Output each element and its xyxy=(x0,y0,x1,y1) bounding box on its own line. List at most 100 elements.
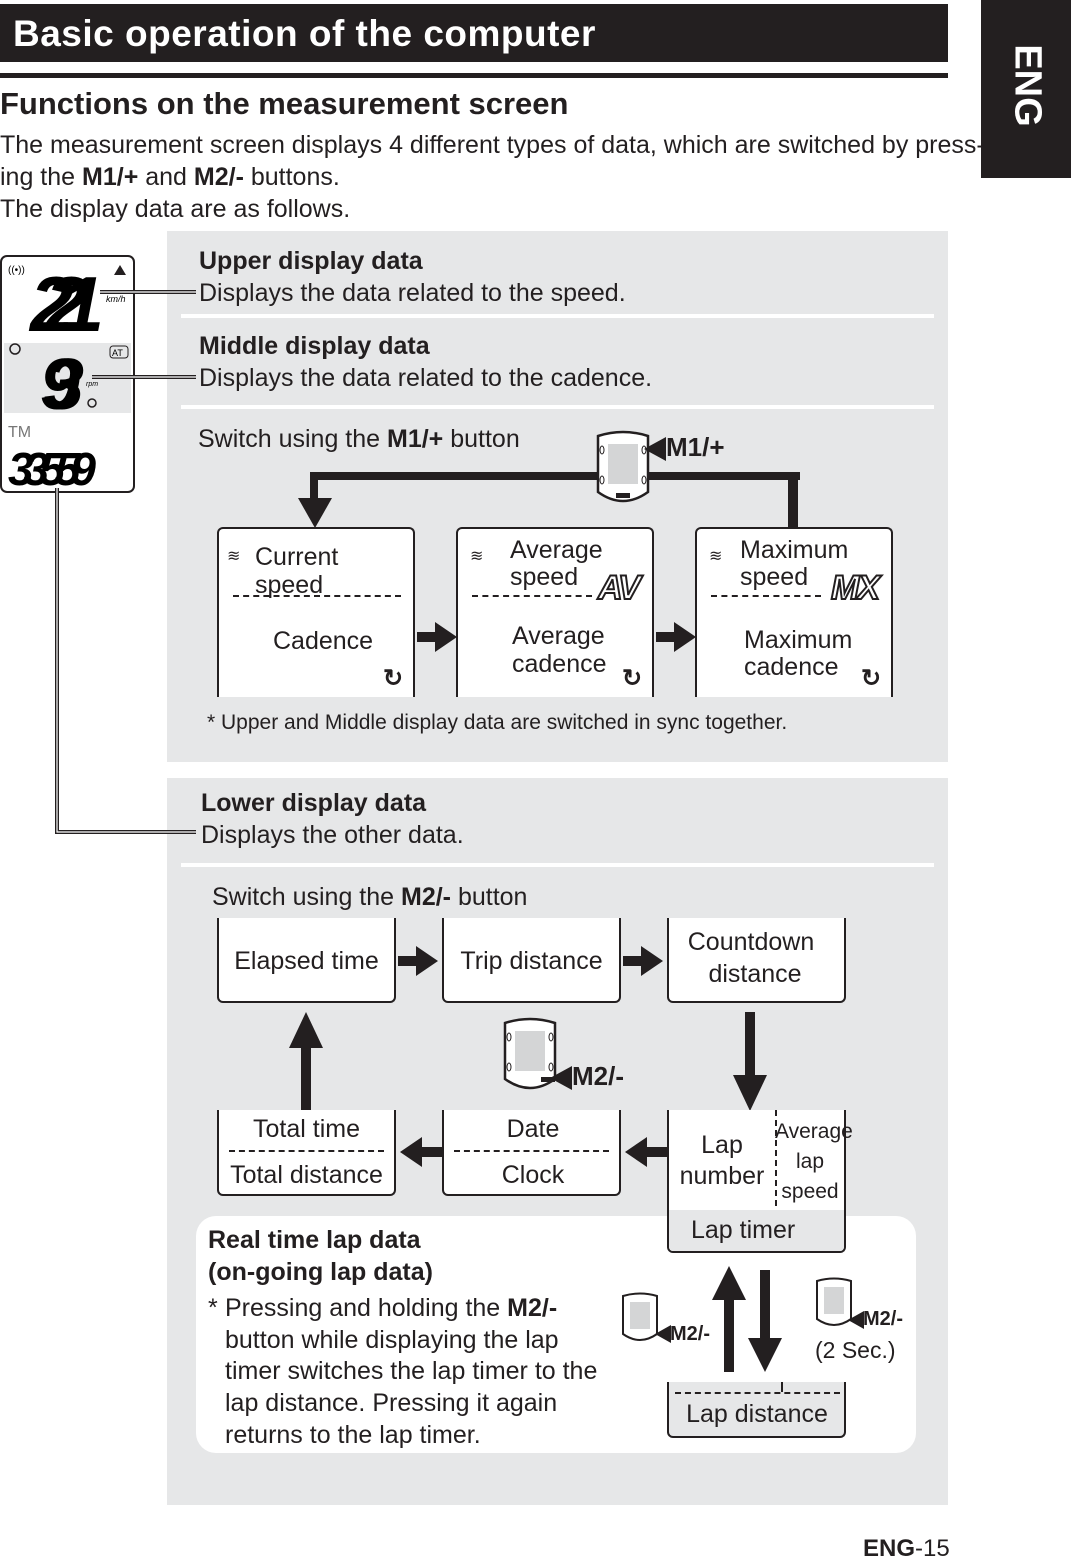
intro-text: and xyxy=(138,163,194,191)
m1-switch-instruction: Switch using the M1/+ button xyxy=(198,425,520,454)
pointer-arrow-icon xyxy=(644,437,666,461)
arrow-shaft xyxy=(417,632,437,642)
up-arrow-icon xyxy=(712,1266,746,1372)
date-label: Date xyxy=(506,1115,560,1143)
cadence-icon: ↻ xyxy=(861,665,882,692)
lower-display-desc: Displays the other data. xyxy=(201,821,464,849)
pointer-arrow-icon xyxy=(655,1325,671,1343)
divider xyxy=(711,595,821,597)
clock-label: Clock xyxy=(501,1161,565,1189)
trip-distance-label: Trip distance xyxy=(460,947,603,975)
upper-value: 221 xyxy=(28,260,104,348)
average-speed-line2: speed xyxy=(510,563,579,591)
sync-footnote: * Upper and Middle display data are swit… xyxy=(207,711,788,734)
lap-distance-label: Lap distance xyxy=(686,1400,828,1428)
maximum-cadence-line1: Maximum xyxy=(744,626,853,654)
average-speed-line1: Average xyxy=(510,536,603,564)
svg-text:((•)): ((•)) xyxy=(8,265,25,276)
right-arrow-icon xyxy=(641,946,663,976)
av-badge: AV xyxy=(597,568,642,608)
m2-button-ref: M2/- xyxy=(193,163,244,191)
divider xyxy=(472,595,592,597)
rt-line4: lap distance. Pressing it again xyxy=(225,1389,558,1417)
elapsed-time-box: Elapsed time xyxy=(217,918,396,1003)
device-display-illustration: ((•)) 221 km/h AT 93 rpm TM 33559 xyxy=(0,255,135,495)
rt-star: * xyxy=(208,1294,218,1322)
instruction-text: Switch using the xyxy=(212,883,401,911)
middle-display-title: Middle display data xyxy=(199,332,430,360)
instruction-text: button xyxy=(443,425,520,453)
mx-badge: MX xyxy=(830,568,881,608)
lower-display-title: Lower display data xyxy=(201,789,427,817)
elapsed-time-label: Elapsed time xyxy=(234,947,379,975)
rt-line3: timer switches the lap timer to the xyxy=(225,1357,598,1385)
divider xyxy=(775,1110,777,1206)
maximum-cadence-line2: cadence xyxy=(744,653,839,681)
device-button-icon xyxy=(622,1292,658,1341)
sensor-signal-icon: ≋ xyxy=(227,548,241,565)
middle-value: 93 xyxy=(40,345,84,425)
countdown-line1: Countdown xyxy=(687,928,815,956)
left-arrow-icon xyxy=(625,1137,667,1167)
upper-display-desc: Displays the data related to the speed. xyxy=(199,279,626,307)
pointer-arrow-icon xyxy=(848,1311,864,1329)
average-cadence-line1: Average xyxy=(512,622,605,650)
trip-distance-box: Trip distance xyxy=(442,918,621,1003)
maximum-speed-line1: Maximum xyxy=(740,536,849,564)
intro-line-3: The display data are as follows. xyxy=(0,195,351,223)
cycle-arrow-line xyxy=(788,472,798,527)
m1-button-ref: M1/+ xyxy=(82,163,139,191)
rt-line5: returns to the lap timer. xyxy=(225,1421,481,1449)
date-clock-box: Date Clock xyxy=(442,1110,621,1196)
small-m2-label-right: M2/- xyxy=(863,1308,903,1330)
intro-text: buttons. xyxy=(243,163,340,191)
maximum-speed-line2: speed xyxy=(740,563,809,591)
avg-lap-speed-line2: lap xyxy=(795,1150,825,1173)
device-button-icon xyxy=(596,430,650,503)
speed-unit: km/h xyxy=(106,294,126,304)
arrow-shaft xyxy=(398,956,418,966)
title-rule xyxy=(0,73,948,78)
intro-text: ing the xyxy=(0,163,83,191)
current-speed-label: Current speed xyxy=(255,543,339,599)
avg-lap-speed-line1: Average xyxy=(775,1120,853,1143)
intro-line-2: ing the M1/+ and M2/- buttons. xyxy=(0,163,340,192)
title-bar: Basic operation of the computer xyxy=(0,4,948,62)
cycle-arrow-line xyxy=(310,472,318,502)
divider xyxy=(181,863,934,867)
total-time-distance-box: Total time Total distance xyxy=(217,1110,396,1196)
lap-timer-label: Lap timer xyxy=(691,1216,796,1244)
cadence-icon: ↻ xyxy=(622,665,643,692)
sensor-signal-icon: ≋ xyxy=(709,548,723,565)
hold-duration: (2 Sec.) xyxy=(815,1337,896,1363)
cadence-unit: rpm xyxy=(86,381,98,388)
divider xyxy=(229,1150,384,1152)
countdown-line2: distance xyxy=(708,960,802,988)
average-speed-cadence-box: ≋ Average speed AV Average cadence ↻ xyxy=(456,527,654,697)
divider xyxy=(181,314,934,318)
up-arrow-icon xyxy=(289,1012,323,1048)
sensor-signal-icon: ≋ xyxy=(470,548,484,565)
intro-line-1: The measurement screen displays 4 differ… xyxy=(0,131,985,160)
total-time-label: Total time xyxy=(253,1115,360,1143)
language-tab: ENG xyxy=(981,0,1071,178)
arrow-shaft xyxy=(656,632,676,642)
intro-text: The measurement screen displays 4 differ… xyxy=(0,131,985,159)
divider xyxy=(781,1382,783,1392)
at-badge: AT xyxy=(112,348,123,358)
lap-data-box: Lap number Average lap speed Lap timer xyxy=(667,1110,853,1253)
language-tab-label: ENG xyxy=(1006,44,1049,127)
divider xyxy=(675,1392,840,1394)
lap-timer-shade xyxy=(669,1210,844,1251)
right-arrow-icon xyxy=(435,622,457,652)
right-arrow-icon xyxy=(416,946,438,976)
rt-line1: Pressing and holding the M2/- xyxy=(225,1294,557,1323)
current-speed-cadence-box: ≋ Current speed Cadence ↻ xyxy=(217,527,415,697)
total-distance-label: Total distance xyxy=(230,1161,383,1189)
small-m2-label-left: M2/- xyxy=(670,1323,710,1345)
pointer-arrow-icon xyxy=(550,1066,572,1090)
rt-text: Pressing and holding the xyxy=(225,1294,508,1322)
cadence-icon: ↻ xyxy=(383,665,404,692)
right-arrow-icon xyxy=(674,622,696,652)
divider xyxy=(181,405,934,409)
